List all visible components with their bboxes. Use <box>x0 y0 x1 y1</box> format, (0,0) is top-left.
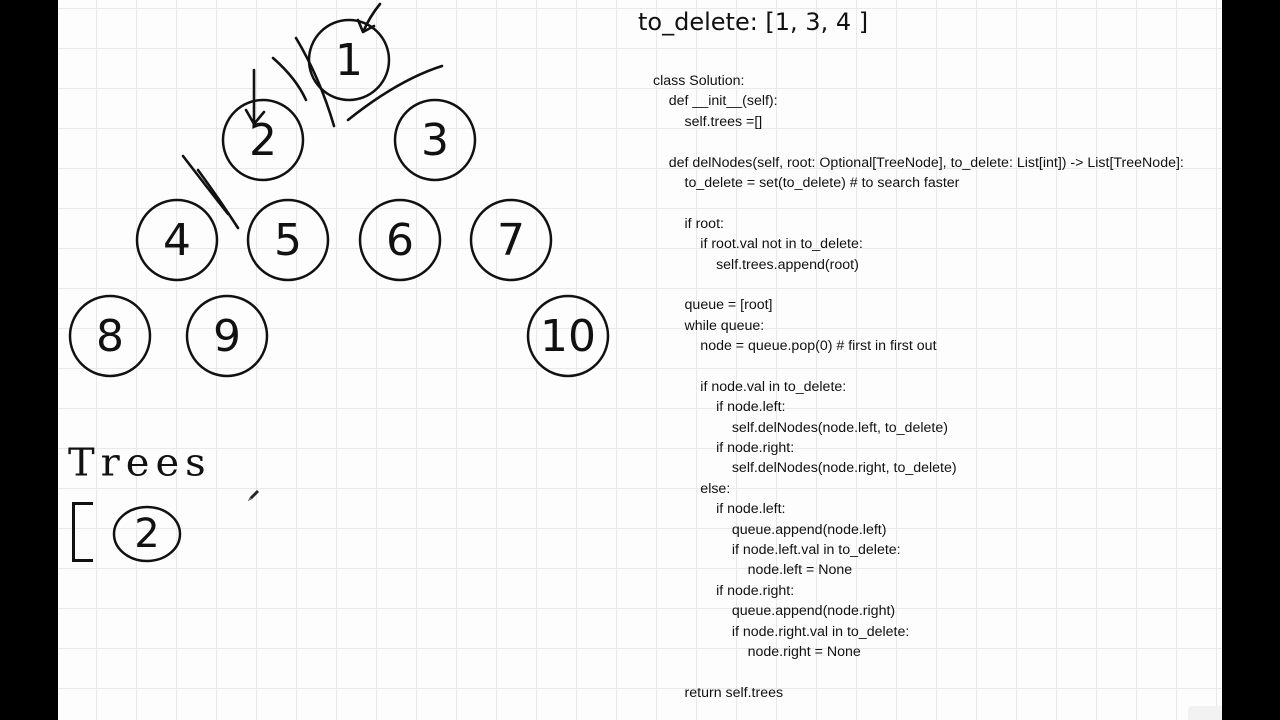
tree-node-5: 5 <box>246 198 330 282</box>
code-line: def delNodes(self, root: Optional[TreeNo… <box>653 154 1184 171</box>
cut-edge-1-2-stroke-a <box>271 56 308 102</box>
code-line: class Solution: <box>653 73 745 89</box>
whiteboard-canvas[interactable]: 1 2 3 4 5 6 7 8 9 10 to_delete: [1, 3, 4… <box>58 0 1222 720</box>
arrow-to-node-2-stroke <box>244 68 266 126</box>
code-line: node = queue.pop(0) # first in first out <box>653 338 937 355</box>
tree-node-4: 4 <box>135 198 219 282</box>
code-line <box>653 193 1184 213</box>
code-line: self.trees =[] <box>653 113 763 130</box>
code-line: if node.left: <box>653 501 786 518</box>
code-line: if root: <box>653 215 724 232</box>
cut-edge-1-2-stroke-b <box>294 36 336 128</box>
code-line: self.trees.append(root) <box>653 256 859 273</box>
tree-node-10: 10 <box>526 294 610 378</box>
code-line: queue.append(node.right) <box>653 603 896 620</box>
tree-node-label: 7 <box>497 214 525 266</box>
code-line: return self.trees <box>653 684 784 701</box>
code-line: if node.right: <box>653 440 795 457</box>
pen-cursor-icon <box>248 490 259 501</box>
code-line: if node.val in to_delete: <box>653 378 847 395</box>
code-line: def __init__(self): <box>653 93 778 110</box>
trees-list-bracket <box>72 502 93 562</box>
tree-node-2: 2 <box>221 98 305 182</box>
code-line: queue = [root] <box>653 297 773 314</box>
tree-node-label: 8 <box>96 310 124 362</box>
tree-node-1: 1 <box>307 18 391 102</box>
code-line <box>653 275 1184 295</box>
code-line: self.delNodes(node.right, to_delete) <box>653 460 957 477</box>
tree-node-8: 8 <box>68 294 152 378</box>
code-line: if node.left.val in to_delete: <box>653 541 901 558</box>
code-line <box>653 132 1184 152</box>
code-line <box>653 662 1184 682</box>
code-line: queue.append(node.left) <box>653 521 887 538</box>
tree-node-label: 4 <box>163 214 191 266</box>
tree-node-label: 5 <box>274 214 302 266</box>
code-line: if node.right: <box>653 582 795 599</box>
tree-node-3: 3 <box>393 98 477 182</box>
tree-node-9: 9 <box>185 294 269 378</box>
code-line: while queue: <box>653 317 765 334</box>
code-line <box>653 356 1184 376</box>
tree-node-7: 7 <box>469 198 553 282</box>
ink-strokes <box>181 2 444 230</box>
cut-edge-2-4-stroke-b <box>196 168 240 230</box>
tree-node-6: 6 <box>358 198 442 282</box>
code-line: if node.right.val in to_delete: <box>653 623 910 640</box>
code-line: self.delNodes(node.left, to_delete) <box>653 419 948 436</box>
code-line: else: <box>653 480 731 497</box>
tree-node-label: 2 <box>249 114 277 166</box>
code-line: if root.val not in to_delete: <box>653 236 863 253</box>
tree-node-label: 3 <box>421 114 449 166</box>
tree-node-label: 10 <box>540 310 596 362</box>
tree-node-label: 9 <box>213 310 241 362</box>
tree-node-label: 1 <box>335 34 363 86</box>
code-block: class Solution: def __init__(self): self… <box>653 71 1184 703</box>
trees-list-item-label: 2 <box>134 511 160 557</box>
code-line: to_delete = set(to_delete) # to search f… <box>653 174 960 191</box>
tree-node-label: 6 <box>386 214 414 266</box>
code-line: if node.left: <box>653 399 786 416</box>
to-delete-title: to_delete: [1, 3, 4 ] <box>638 8 869 36</box>
code-line: node.right = None <box>653 643 861 660</box>
cut-edge-1-3-stroke <box>346 64 444 122</box>
code-line: node.left = None <box>653 562 853 579</box>
corner-widget[interactable] <box>1188 706 1222 720</box>
trees-label: Trees <box>68 441 212 485</box>
trees-list-item: 2 <box>112 504 182 564</box>
